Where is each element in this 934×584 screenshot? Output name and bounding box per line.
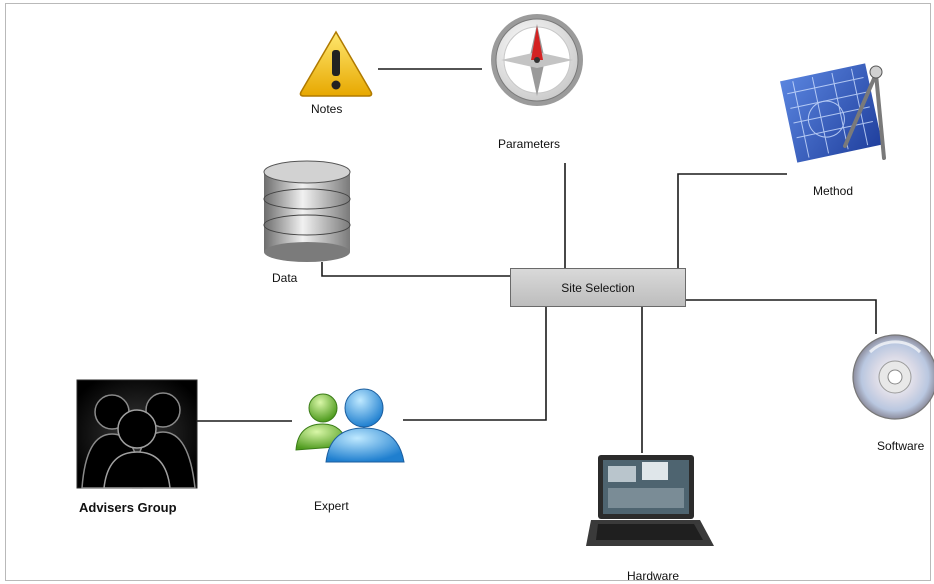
database-icon <box>263 160 351 262</box>
method-label: Method <box>813 184 854 198</box>
warning-icon <box>299 30 373 97</box>
compass-icon <box>491 14 583 106</box>
diagram-frame <box>5 3 931 581</box>
notes-label: Notes <box>311 102 343 116</box>
parameters-label: Parameters <box>498 137 561 151</box>
group-silhouette-icon <box>76 379 198 489</box>
data-label: Data <box>272 271 298 285</box>
advisers-group-label: Advisers Group <box>79 500 177 515</box>
edge-software-center <box>686 299 877 334</box>
laptop-icon <box>586 455 714 546</box>
software-label: Software <box>877 439 925 453</box>
edge-data-center <box>321 262 510 277</box>
edge-expert-center <box>403 307 547 421</box>
edge-method-center <box>677 173 787 268</box>
connector-lines <box>196 68 877 453</box>
site-selection-label: Site Selection <box>561 280 635 295</box>
drafting-compass-icon <box>776 59 886 167</box>
users-icon <box>295 388 405 463</box>
expert-label: Expert <box>314 499 349 513</box>
cd-disc-icon <box>852 334 934 420</box>
hardware-label: Hardware <box>627 569 680 583</box>
site-selection-box: Site Selection <box>510 268 686 307</box>
